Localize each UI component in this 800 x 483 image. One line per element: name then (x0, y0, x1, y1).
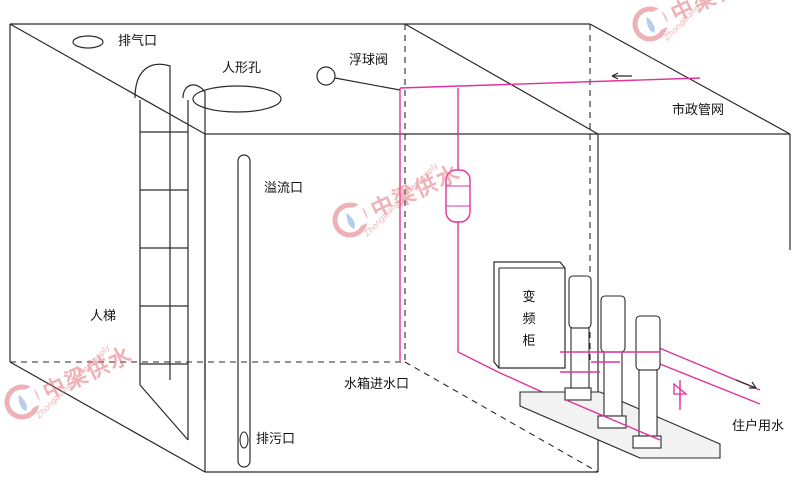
brand-logo-icon (632, 6, 669, 42)
ladder (134, 63, 206, 441)
hidden-right-bottom-edge (404, 361, 599, 473)
pump-3 (632, 315, 662, 449)
watermark-bottom-left: 中梁供水 ZhongLiang WaterSupply (2, 342, 192, 460)
vent-label: 排气口 (118, 34, 158, 49)
ladder-label: 人梯 (90, 309, 117, 324)
vent-opening (72, 35, 104, 49)
overflow-label: 溢流口 (264, 181, 304, 196)
inverter-cabinet-box (493, 261, 566, 369)
drain-label: 排污口 (256, 432, 296, 447)
brand-logo-icon (4, 384, 41, 420)
household-water-label: 住户用水 (732, 419, 785, 434)
float-ball (316, 66, 336, 86)
municipal-network-label: 市政管网 (672, 103, 725, 118)
tank-left-bottom-edge (9, 361, 206, 473)
float-valve-label: 浮球阀 (349, 53, 389, 68)
brand-logo-icon (332, 202, 369, 238)
pressure-tank (445, 169, 471, 223)
float-arm (334, 77, 401, 91)
overflow-pipe (237, 154, 251, 468)
pump-2 (597, 295, 627, 429)
inverter-cabinet-label: 变频柜 (522, 290, 536, 349)
pump-manifold (560, 351, 661, 441)
tank-inlet-label: 水箱进水口 (344, 377, 410, 392)
outflow-arrow (735, 379, 757, 389)
watermark-center: 中梁供水 ZhongLiang WaterSupply (330, 160, 520, 278)
tank-top-left-edge (9, 23, 206, 135)
watermark-top-right: 中梁供水 ZhongLiang WaterSupply (630, 0, 800, 82)
check-valve (673, 382, 688, 402)
inflow-arrow (611, 72, 632, 80)
manhole-label: 人形孔 (222, 61, 262, 76)
manhole-opening (192, 85, 282, 113)
drain-opening (239, 431, 249, 449)
pump-1 (564, 275, 592, 401)
partition-top-edge (404, 23, 599, 135)
